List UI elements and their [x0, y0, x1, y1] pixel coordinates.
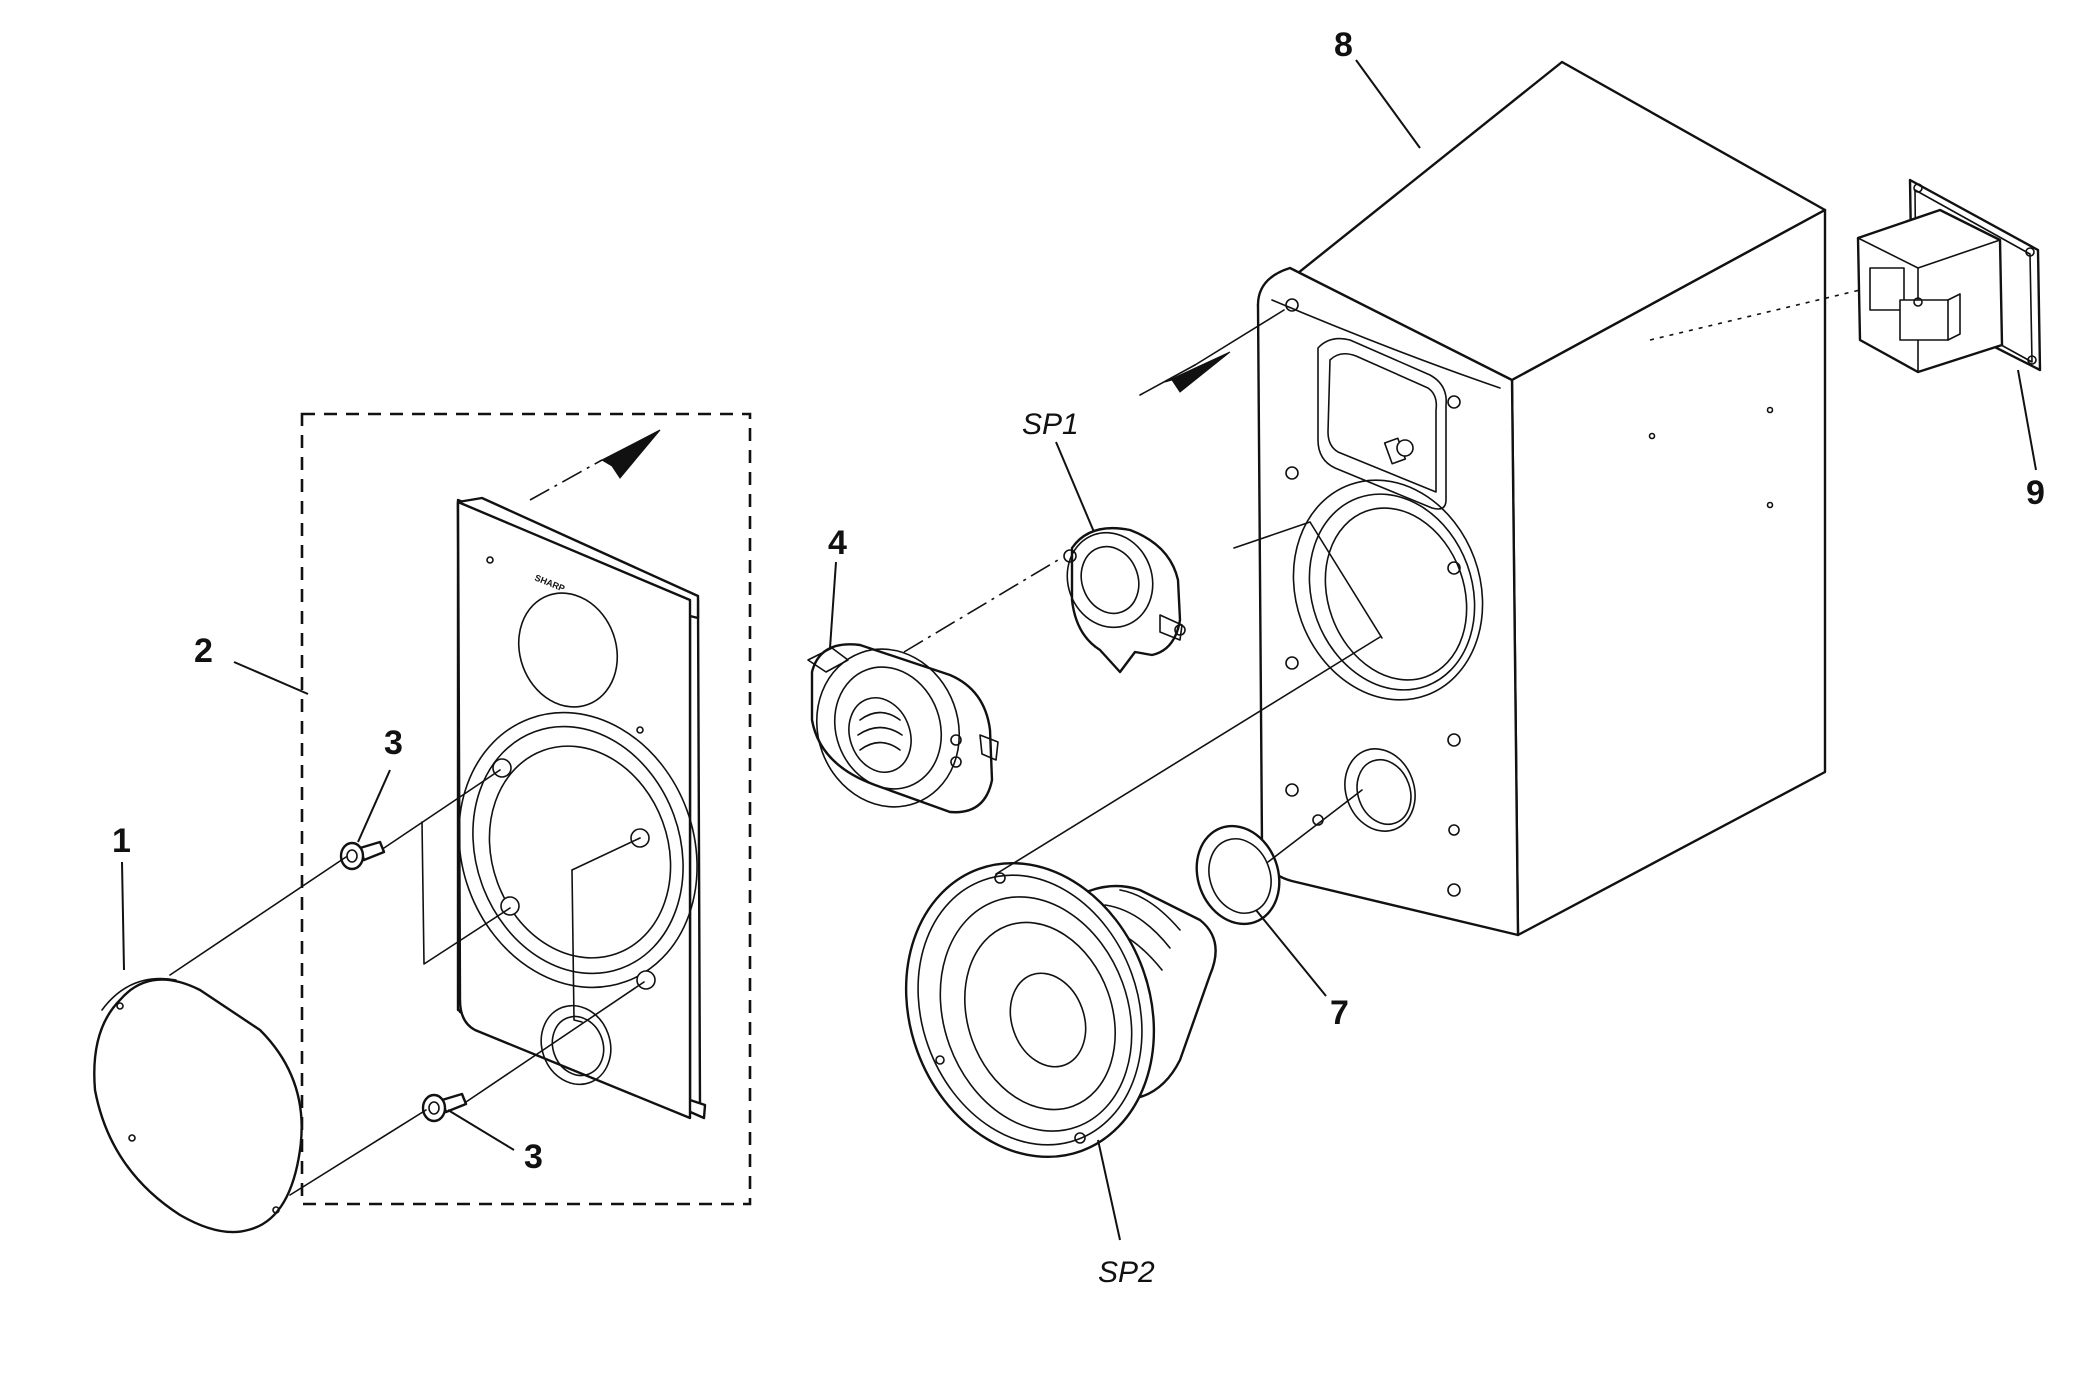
assembly-lines — [169, 289, 1861, 1196]
tweeter-holder — [807, 643, 999, 814]
screw-upper — [339, 840, 386, 871]
arrow-head-icon — [600, 429, 661, 479]
front-baffle-assembly-boundary — [300, 412, 752, 1206]
assembly-arrow-baffle — [529, 429, 661, 501]
callout-screw-lower: 3 — [524, 1138, 543, 1176]
callout-tweeter-holder: 4 — [828, 524, 847, 562]
assembly-arrow-cabinet — [1139, 309, 1285, 396]
callout-cabinet: 8 — [1334, 26, 1353, 64]
arrow-head-icon — [1164, 351, 1231, 393]
callout-grille: 1 — [112, 822, 131, 860]
front-baffle: SHARP — [456, 496, 707, 1120]
tweeter — [1063, 526, 1186, 674]
woofer — [904, 861, 1217, 1159]
callout-port-ring: 7 — [1330, 994, 1349, 1032]
port-ring — [1195, 824, 1281, 926]
terminal-board — [1856, 178, 2042, 374]
cabinet — [1256, 60, 1827, 937]
callout-tweeter: SP1 — [1022, 408, 1079, 441]
callout-terminal-board: 9 — [2026, 474, 2045, 512]
screw-lower — [421, 1092, 468, 1123]
grille — [93, 977, 303, 1234]
callout-woofer: SP2 — [1098, 1256, 1155, 1289]
callout-front-baffle-assembly: 2 — [194, 632, 213, 670]
leader-lines — [121, 59, 2037, 1241]
callout-screw-upper: 3 — [384, 724, 403, 762]
